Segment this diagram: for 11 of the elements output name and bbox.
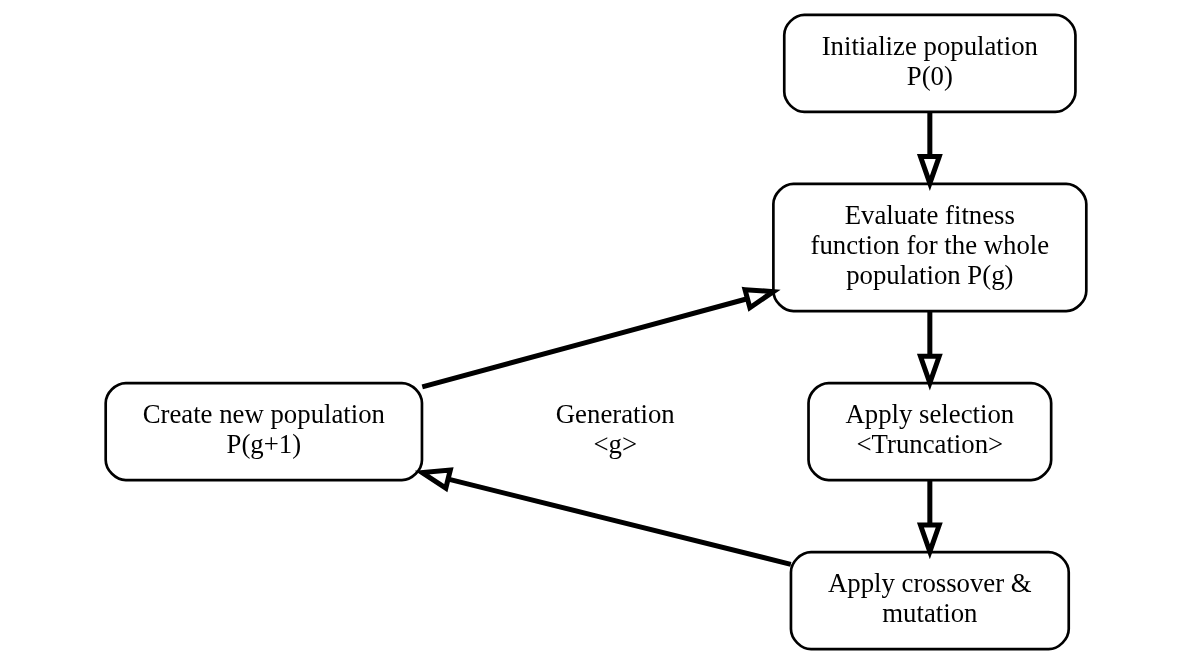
arrow — [916, 311, 943, 391]
arrow — [421, 286, 781, 390]
arrow — [414, 467, 791, 567]
arrow — [916, 480, 943, 560]
node-box: Apply selection <Truncation> — [806, 381, 1052, 482]
label: Generation <g> — [555, 398, 675, 459]
node-box: Evaluate fitness function for the whole population P(g) — [771, 182, 1088, 313]
node-box: Create new population P(g+1) — [103, 381, 423, 482]
node-box: Initialize population P(0) — [782, 13, 1077, 114]
arrow — [916, 112, 943, 191]
node-box: Apply crossover & mutation — [789, 550, 1070, 651]
